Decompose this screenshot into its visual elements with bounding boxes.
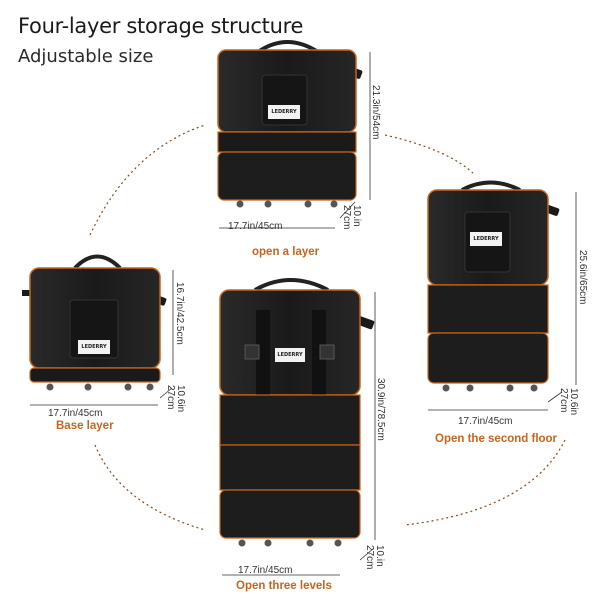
- width-dimension: 17.7in/45cm: [48, 408, 103, 419]
- arc-decoration: [89, 124, 566, 531]
- bag-open-three-levels: LEDERRY: [219, 278, 376, 576]
- bag-label-base-layer: Base layer: [56, 420, 114, 432]
- width-dimension: 17.7in/45cm: [238, 565, 293, 576]
- page-subtitle: Adjustable size: [18, 46, 154, 67]
- depth-dimension: 10.in 27cm: [341, 205, 362, 230]
- bag-label-open-three-levels: Open three levels: [236, 580, 332, 592]
- depth-dimension: 10.in 27cm: [364, 545, 385, 570]
- brand-tag: LEDERRY: [271, 109, 297, 115]
- depth-dimension: 10.6in 27cm: [165, 385, 186, 413]
- page-title: Four-layer storage structure: [18, 14, 304, 38]
- width-dimension: 17.7in/45cm: [228, 221, 283, 232]
- bag-label-open-a-layer: open a layer: [252, 246, 320, 258]
- bag-open-the-second-floor: LEDERRY: [427, 180, 577, 411]
- height-dimension: 21.3in/54cm: [370, 85, 381, 140]
- brand-tag: LEDERRY: [473, 236, 499, 242]
- height-dimension: 30.9in/78.5cm: [375, 378, 386, 441]
- brand-tag: LEDERRY: [277, 352, 303, 358]
- height-dimension: 16.7in/42.5cm: [174, 282, 185, 345]
- width-dimension: 17.7in/45cm: [458, 416, 513, 427]
- height-dimension: 25.6in/65cm: [577, 250, 588, 305]
- bag-label-open-the-second-floor: Open the second floor: [435, 433, 558, 445]
- bag-base-layer: LEDERRY: [22, 254, 174, 406]
- bag-open-a-layer: LEDERRY: [217, 40, 371, 229]
- brand-tag: LEDERRY: [81, 344, 107, 350]
- depth-dimension: 10.6in 27cm: [558, 388, 579, 416]
